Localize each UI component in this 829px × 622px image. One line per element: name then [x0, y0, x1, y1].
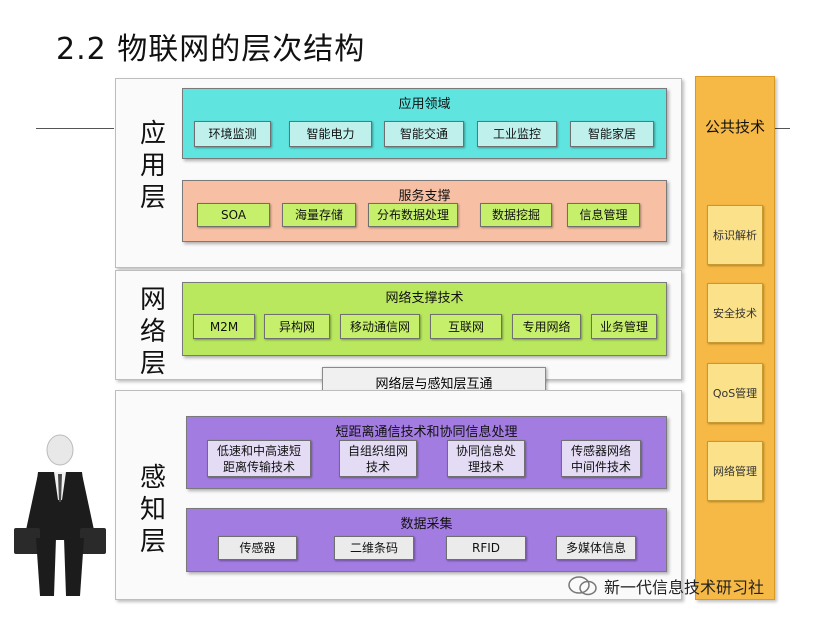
public-tech-column: 公共技术 标识解析 安全技术 QoS管理 网络管理: [695, 76, 775, 600]
domain-item: 环境监测: [194, 121, 271, 147]
network-support-title: 网络支撑技术: [385, 291, 464, 306]
service-item: 海量存储: [282, 203, 356, 227]
collection-item: 二维条码: [334, 536, 414, 560]
short-range-item: 传感器网络中间件技术: [561, 440, 641, 477]
collection-item: 传感器: [218, 536, 297, 560]
service-item: 信息管理: [567, 203, 640, 227]
slide-title: 2.2 物联网的层次结构: [56, 32, 366, 67]
public-tech-item: 标识解析: [707, 205, 763, 265]
network-support-band: 网络支撑技术: [182, 282, 667, 356]
title-rule-right: [774, 128, 790, 129]
service-support-title: 服务支撑: [398, 189, 451, 204]
service-item: 数据挖掘: [480, 203, 552, 227]
businessman-figure: [14, 434, 106, 596]
network-item: M2M: [193, 314, 255, 339]
public-tech-item: 安全技术: [707, 283, 763, 343]
short-range-item: 自组织组网技术: [339, 440, 417, 477]
watermark-text: 新一代信息技术研习社: [604, 578, 765, 597]
public-tech-title: 公共技术: [704, 118, 765, 136]
domain-item: 智能电力: [289, 121, 372, 147]
domain-item: 工业监控: [477, 121, 557, 147]
title-rule-left: [36, 128, 114, 129]
network-layer-label: 网络层: [140, 285, 167, 379]
short-range-item: 低速和中高速短距离传输技术: [207, 440, 311, 477]
network-item: 互联网: [430, 314, 502, 339]
network-item: 专用网络: [512, 314, 581, 339]
collection-item: 多媒体信息: [556, 536, 636, 560]
domain-item: 智能交通: [384, 121, 464, 147]
application-domains-title: 应用领域: [398, 97, 451, 112]
collection-item: RFID: [446, 536, 526, 560]
network-item: 业务管理: [591, 314, 657, 339]
network-item: 移动通信网: [340, 314, 420, 339]
data-collection-title: 数据采集: [400, 517, 453, 532]
watermark: 新一代信息技术研习社: [568, 574, 764, 598]
wechat-icon: [568, 576, 597, 596]
domain-item: 智能家居: [570, 121, 654, 147]
short-range-title: 短距离通信技术和协同信息处理: [335, 425, 518, 440]
application-layer-label: 应用层: [140, 119, 167, 213]
perception-layer-label: 感知层: [140, 463, 167, 557]
service-item: SOA: [197, 203, 270, 227]
service-item: 分布数据处理: [368, 203, 458, 227]
network-item: 异构网: [264, 314, 330, 339]
public-tech-item: QoS管理: [707, 363, 763, 423]
public-tech-item: 网络管理: [707, 441, 763, 501]
short-range-item: 协同信息处理技术: [447, 440, 525, 477]
